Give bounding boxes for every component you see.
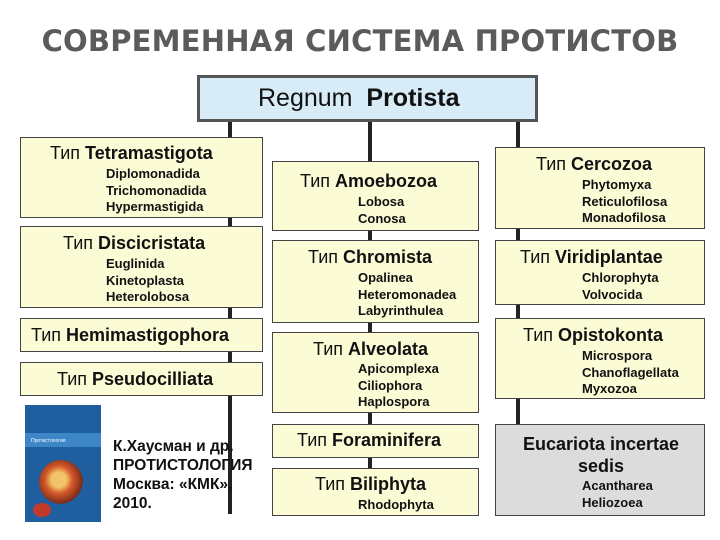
root-node: Regnum Protista — [197, 75, 538, 122]
book-reference: К.Хаусман и др. ПРОТИСТОЛОГИЯ Москва: «К… — [113, 438, 253, 512]
phylum-heading: Тип Hemimastigophora — [31, 325, 230, 345]
cell-illustration-small — [33, 503, 51, 517]
phylum-heading: Тип Pseudocilliata — [57, 369, 214, 389]
book-cover-title: Протистология — [31, 438, 66, 444]
phylum-heading: Тип Opistokonta — [523, 325, 664, 345]
phylum-heading: Тип Discicristata — [63, 233, 206, 253]
phylum-heading: Тип Alveolata — [313, 339, 429, 359]
slide-title: СОВРЕМЕННАЯ СИСТЕМА ПРОТИСТОВ — [41, 24, 679, 58]
phylum-box-biliphyta: Тип Biliphyta Rhodophyta — [272, 468, 479, 516]
phylum-heading: Тип Amoebozoa — [300, 171, 438, 191]
root-prefix: Regnum — [258, 84, 353, 112]
cell-illustration — [39, 460, 83, 504]
book-cover-band — [25, 433, 101, 447]
root-name: Protista — [366, 84, 460, 112]
phylum-heading: Тип Chromista — [308, 247, 433, 267]
phylum-box-hemimastigophora: Тип Hemimastigophora — [20, 318, 263, 352]
book-cover-image: Протистология — [25, 405, 101, 522]
phylum-box-pseudocilliata: Тип Pseudocilliata — [20, 362, 263, 396]
phylum-heading: Тип Foraminifera — [297, 430, 442, 450]
phylum-heading: Тип Tetramastigota — [50, 143, 213, 163]
phylum-heading: Тип Viridiplantae — [520, 247, 663, 267]
phylum-heading: Тип Biliphyta — [315, 474, 427, 494]
subtaxa-list: Rhodophyta — [358, 497, 434, 512]
phylum-heading: Тип Cercozoa — [536, 154, 653, 174]
phylum-box-foraminifera: Тип Foraminifera — [272, 424, 479, 458]
